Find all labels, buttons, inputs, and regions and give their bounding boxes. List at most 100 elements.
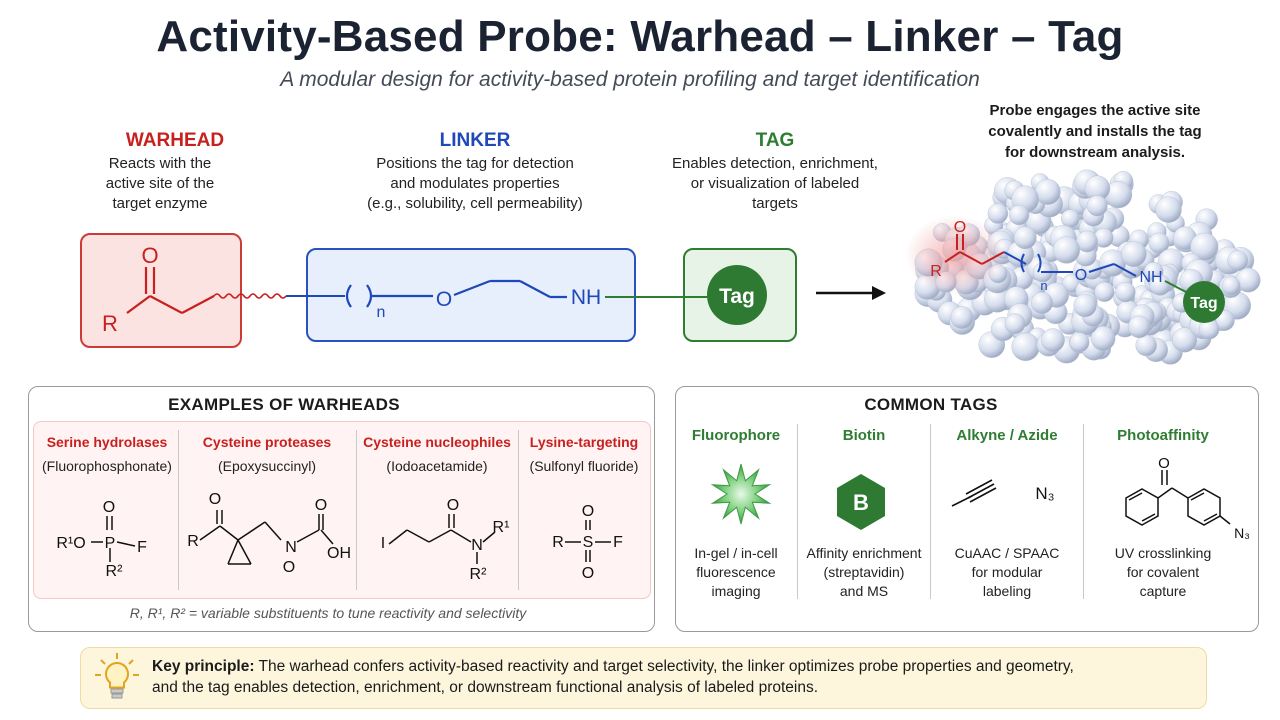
iodo-o: O bbox=[447, 497, 459, 514]
tag-heading: TAG bbox=[755, 130, 795, 151]
tag-icons: B N₃ O N₃ bbox=[710, 455, 1250, 541]
tags-panel-title: COMMON TAGS bbox=[864, 395, 998, 414]
warheads-inner-box bbox=[33, 421, 651, 599]
protein-bead bbox=[1060, 209, 1080, 228]
tag-name-photoaffinity: Photoaffinity bbox=[1117, 427, 1209, 444]
fp-r2: R² bbox=[106, 563, 124, 580]
protein-bead bbox=[1013, 226, 1037, 250]
protein-bead bbox=[1148, 232, 1170, 254]
iodo-r2: R² bbox=[470, 566, 488, 583]
epoxy-n: N bbox=[285, 539, 297, 556]
tag-divider-2 bbox=[930, 424, 931, 599]
tag-circle bbox=[707, 265, 767, 325]
warhead-divider-3 bbox=[518, 430, 519, 590]
fp-r1o: R¹O bbox=[56, 535, 85, 552]
protein-bead bbox=[1127, 315, 1151, 339]
tag-name-fluorophore: Fluorophore bbox=[691, 427, 781, 444]
warhead-divider-1 bbox=[178, 430, 179, 590]
engaged-tag-label: Tag bbox=[1190, 295, 1217, 312]
protein-bead bbox=[1004, 313, 1026, 334]
tag-description: Enables detection, enrichment,or visuali… bbox=[672, 155, 878, 212]
protein-bead bbox=[1149, 274, 1171, 296]
reaction-arrow-head bbox=[872, 286, 886, 300]
protein-bead bbox=[1172, 327, 1198, 353]
repeat-n-label: n bbox=[377, 304, 386, 321]
alkyne-icon bbox=[951, 479, 997, 507]
sulfonyl-f: F bbox=[613, 534, 623, 551]
page-title: Activity-Based Probe: Warhead – Linker –… bbox=[156, 12, 1124, 61]
key-principle-text: Key principle: The warhead confers activ… bbox=[152, 656, 1192, 698]
tags-panel bbox=[675, 386, 1259, 632]
engaged-linker-bonds bbox=[1003, 251, 1137, 277]
protein-bead bbox=[1031, 291, 1053, 314]
iodo-n: N bbox=[471, 537, 483, 554]
sulfonyl-r: R bbox=[552, 534, 564, 551]
engaged-carbonyl-O: O bbox=[954, 219, 966, 236]
warhead-structures: O R¹O P F R² R O O N OH O I O N R¹ R² R … bbox=[56, 491, 623, 583]
warhead-name-serine: Serine hydrolases bbox=[46, 434, 168, 450]
protein-bead bbox=[1115, 282, 1136, 303]
r-group-label: R bbox=[102, 311, 118, 336]
epoxy-r: R bbox=[187, 533, 199, 550]
epoxy-o-minus: O bbox=[283, 559, 295, 576]
warhead-heading: WARHEAD bbox=[125, 130, 225, 151]
tag-desc-biotin: Affinity enrichment(streptavidin)and MS bbox=[806, 545, 922, 599]
protein-bead bbox=[987, 203, 1009, 224]
warhead-class-sulfonyl-fluoride: (Sulfonyl fluoride) bbox=[529, 458, 639, 474]
warhead-name-cysteine-nucleophiles: Cysteine nucleophiles bbox=[363, 434, 511, 450]
engaged-nh-label: NH bbox=[1139, 269, 1162, 286]
protein-bead bbox=[1008, 204, 1030, 226]
fp-oxygen: O bbox=[103, 499, 115, 516]
engaged-warhead-bonds bbox=[944, 234, 1005, 265]
fp-fluorine: F bbox=[137, 539, 147, 556]
iodo-i: I bbox=[381, 535, 385, 552]
substituent-note: R, R¹, R² = variable substituents to tun… bbox=[129, 605, 527, 621]
repeat-open-bracket bbox=[345, 284, 352, 308]
engaged-tag-bond bbox=[1164, 280, 1187, 293]
tag-name-biotin: Biotin bbox=[842, 427, 886, 444]
linker-amine-label: NH bbox=[571, 286, 601, 309]
tag-divider-1 bbox=[797, 424, 798, 599]
protein-bead bbox=[1094, 281, 1115, 302]
protein-bead bbox=[950, 306, 974, 329]
photo-carbonyl-o: O bbox=[1158, 455, 1170, 472]
protein-bead bbox=[1227, 250, 1249, 271]
protein-bead bbox=[1120, 241, 1147, 267]
warheads-panel-title: EXAMPLES OF WARHEADS bbox=[168, 395, 400, 414]
probe-structure-diagram: O R n O NH Tag bbox=[80, 233, 886, 348]
protein-bead bbox=[1090, 326, 1116, 351]
protein-bead bbox=[1073, 293, 1097, 318]
linker-ether-oxygen-label: O bbox=[436, 288, 452, 311]
warhead-bonds bbox=[126, 267, 215, 314]
protein-bead bbox=[1052, 236, 1080, 264]
protein-bead bbox=[1040, 328, 1065, 353]
epoxy-acid-o: O bbox=[315, 497, 327, 514]
warhead-name-lysine: Lysine-targeting bbox=[529, 434, 639, 450]
engaged-r-label: R bbox=[930, 263, 942, 280]
warhead-class-iodoacetamide: (Iodoacetamide) bbox=[386, 458, 488, 474]
tag-name-alkyne-azide: Alkyne / Azide bbox=[956, 427, 1058, 444]
sulfonyl-s: S bbox=[583, 534, 594, 551]
photo-azide-label: N₃ bbox=[1234, 525, 1250, 541]
lightbulb-icon bbox=[95, 653, 139, 699]
linker-chain-bonds bbox=[372, 279, 567, 299]
key-principle-label: Key principle: bbox=[152, 658, 255, 675]
fp-phosphorus: P bbox=[105, 535, 116, 552]
key-principle-box bbox=[80, 647, 1207, 709]
fluorophore-star-icon bbox=[710, 463, 772, 525]
warhead-name-cysteine-proteases: Cysteine proteases bbox=[202, 434, 332, 450]
protein-bead bbox=[1221, 276, 1241, 296]
engaged-n-label: n bbox=[1040, 278, 1047, 293]
warhead-divider-2 bbox=[356, 430, 357, 590]
protein-bead bbox=[1155, 196, 1182, 223]
warhead-box bbox=[80, 233, 242, 348]
biotin-hexagon-icon bbox=[837, 474, 885, 530]
iodo-r1: R¹ bbox=[493, 519, 510, 536]
wavy-attachment-bond bbox=[213, 293, 287, 299]
warhead-class-fluorophosphonate: (Fluorophosphonate) bbox=[42, 458, 172, 474]
sulfonyl-o-bottom: O bbox=[582, 565, 594, 582]
